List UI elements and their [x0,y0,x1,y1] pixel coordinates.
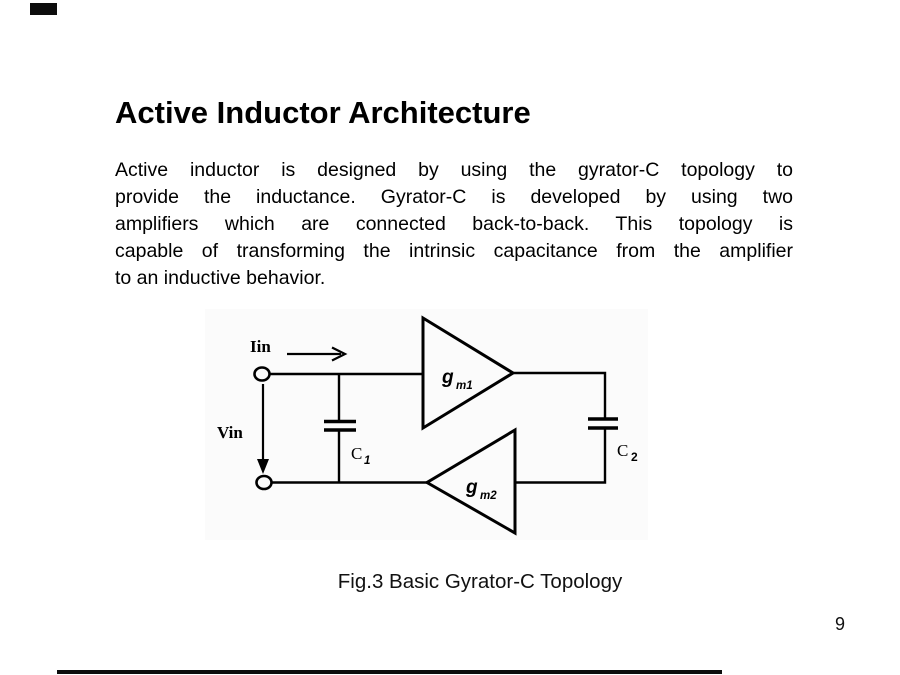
label-iin: Iin [250,337,271,356]
wire-gm1-output [513,371,607,419]
body-line: amplifiers which are connected back-to-b… [115,213,793,235]
terminal-bottom [255,474,273,491]
label-vin: Vin [217,423,243,442]
vin-arrow-head [257,459,269,474]
figure-caption: Fig.3 Basic Gyrator-C Topology [337,570,623,593]
label-c1-base: C [351,444,362,463]
amplifier-gm1-triangle [421,315,516,431]
iin-arrow-head [331,346,348,362]
body-line: provide the inductance. Gyrator-C is dev… [115,186,793,208]
label-gm1-sub: m1 [456,380,473,392]
body-paragraph: Active inductor is designed by using the… [115,157,793,292]
body-line: to an inductive behavior. [115,267,326,289]
scan-artifact-bottom [57,670,722,674]
page-title: Active Inductor Architecture [115,94,531,130]
scan-artifact-top [30,3,57,15]
wire-c2-to-gm2 [515,428,607,484]
terminal-top [253,366,271,382]
label-gm2-sub: m2 [480,490,497,502]
page-number: 9 [834,614,845,634]
body-line: capable of transforming the intrinsic ca… [115,240,793,262]
label-gm1-base: g [441,367,454,388]
circuit-diagram: Iin Vin g m1 g m2 C 1 C 2 [217,315,638,536]
label-gm2-base: g [465,477,478,498]
label-c1-sub: 1 [364,455,370,467]
amplifier-gm2-triangle [424,427,517,536]
body-line: Active inductor is designed by using the… [115,159,793,181]
gyrator-c-figure: Iin Vin g m1 g m2 C 1 C 2 [205,309,648,540]
label-c2-base: C [617,441,628,460]
label-c2-sub: 2 [631,450,638,464]
